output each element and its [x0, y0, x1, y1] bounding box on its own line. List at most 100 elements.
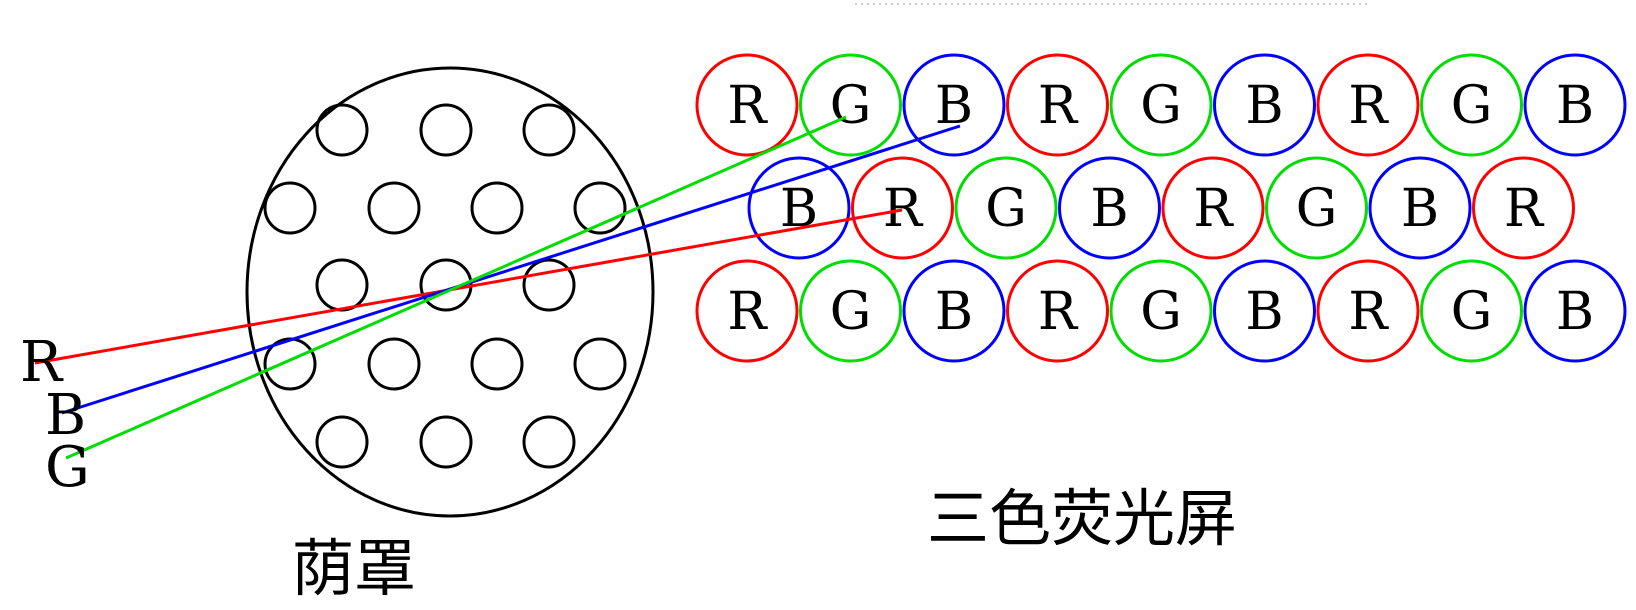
phosphor-dot-circle	[902, 53, 1006, 157]
phosphor-dot: G	[1420, 53, 1523, 157]
phosphor-dot: G	[1265, 156, 1368, 260]
phosphor-dot: R	[1316, 53, 1420, 157]
gun-label-green: G	[45, 435, 90, 500]
phosphor-dot-circle	[1213, 53, 1316, 157]
mask-hole	[419, 103, 473, 157]
phosphor-dot: G	[1420, 259, 1523, 363]
phosphor-screen-label: 三色荧光屏	[927, 482, 1237, 555]
phosphor-dot: B	[1368, 156, 1472, 260]
phosphor-dot-label: R	[1504, 179, 1545, 239]
phosphor-dot-label: B	[1556, 76, 1594, 136]
phosphor-dot-label: R	[1348, 282, 1389, 342]
electron-beam-red	[34, 208, 903, 365]
phosphor-dot-label: G	[1451, 282, 1493, 342]
mask-hole	[263, 181, 317, 235]
phosphor-dot-label: B	[1401, 179, 1439, 239]
phosphor-dot-circle	[1161, 156, 1265, 260]
phosphor-dot-circle	[1316, 53, 1420, 157]
phosphor-dot-circle	[1472, 156, 1575, 260]
phosphor-dot-circle	[695, 259, 799, 363]
phosphor-dot: G	[1109, 259, 1213, 363]
phosphor-dot: R	[1161, 156, 1265, 260]
phosphor-dot-circle	[695, 53, 799, 157]
mask-hole	[315, 103, 369, 157]
phosphor-dot-circle	[1420, 53, 1523, 157]
phosphor-dot-circle	[799, 259, 902, 363]
phosphor-dot-label: R	[1193, 179, 1234, 239]
phosphor-dot-label: G	[1296, 179, 1338, 239]
phosphor-dot-label: B	[1090, 179, 1128, 239]
phosphor-dot: B	[1213, 53, 1316, 157]
mask-hole	[315, 415, 369, 469]
mask-hole	[367, 181, 421, 235]
phosphor-dot-label: G	[985, 179, 1027, 239]
phosphor-dot-label: B	[1245, 282, 1283, 342]
phosphor-dot: B	[1523, 259, 1627, 363]
phosphor-dot: B	[1523, 53, 1627, 157]
phosphor-dot: R	[851, 156, 954, 260]
phosphor-dot: B	[1058, 156, 1161, 260]
phosphor-dot: R	[695, 53, 799, 157]
mask-hole	[367, 337, 421, 391]
electron-beam-green	[65, 115, 847, 460]
mask-holes	[263, 103, 627, 469]
shadow-mask-outline	[245, 66, 655, 518]
phosphor-dot: G	[1109, 53, 1213, 157]
phosphor-dot: R	[1006, 259, 1109, 363]
phosphor-dot-circle	[954, 156, 1058, 260]
phosphor-dot: G	[799, 53, 902, 157]
phosphor-dot-circle	[1368, 156, 1472, 260]
mask-hole	[315, 258, 369, 312]
phosphor-dot-label: R	[1348, 76, 1389, 136]
shadow-mask-label: 荫罩	[292, 532, 416, 605]
phosphor-dot-label: B	[935, 282, 973, 342]
phosphor-dot-circle	[1006, 259, 1109, 363]
phosphor-dot-label: R	[883, 179, 924, 239]
phosphor-dot-circle	[1316, 259, 1420, 363]
phosphor-dot-label: G	[1140, 282, 1182, 342]
phosphor-dot-label: B	[1245, 76, 1283, 136]
phosphor-dot-circle	[747, 156, 851, 260]
phosphor-dot-label: B	[1556, 282, 1594, 342]
phosphor-dot-label: R	[1038, 282, 1079, 342]
mask-hole	[419, 415, 473, 469]
phosphor-dot-label: R	[727, 282, 768, 342]
mask-hole	[573, 337, 627, 391]
phosphor-dot-label: B	[935, 76, 973, 136]
mask-hole	[522, 415, 576, 469]
phosphor-dot-label: R	[1038, 76, 1079, 136]
phosphor-dot: B	[902, 53, 1006, 157]
phosphor-dot: R	[1006, 53, 1109, 157]
phosphor-dot-label: G	[830, 76, 872, 136]
phosphor-dot: R	[1472, 156, 1575, 260]
phosphor-dot-label: G	[1140, 76, 1182, 136]
electron-beam-blue	[61, 124, 961, 415]
phosphor-dot-circle	[1420, 259, 1523, 363]
gun-label-red: R	[20, 330, 64, 395]
phosphor-dot: B	[1213, 259, 1316, 363]
phosphor-dot-circle	[1523, 53, 1627, 157]
phosphor-dot-label: G	[830, 282, 872, 342]
phosphor-dot-circle	[799, 53, 902, 157]
phosphor-dot: R	[695, 259, 799, 363]
gun-label-blue: B	[45, 383, 86, 448]
phosphor-dot-circle	[851, 156, 954, 260]
mask-hole	[573, 181, 627, 235]
phosphor-dot: G	[954, 156, 1058, 260]
phosphor-dot: G	[799, 259, 902, 363]
phosphor-dot-circle	[902, 259, 1006, 363]
phosphor-dot: R	[1316, 259, 1420, 363]
phosphor-dot: B	[747, 156, 851, 260]
mask-hole	[470, 337, 524, 391]
phosphor-dot-circle	[1058, 156, 1161, 260]
phosphor-dot-circle	[1265, 156, 1368, 260]
mask-hole	[470, 181, 524, 235]
phosphor-dot: B	[902, 259, 1006, 363]
phosphor-dot-label: G	[1451, 76, 1493, 136]
phosphor-dot-label: R	[727, 76, 768, 136]
phosphor-dot-circle	[1109, 53, 1213, 157]
mask-hole	[522, 258, 576, 312]
mask-hole	[522, 103, 576, 157]
